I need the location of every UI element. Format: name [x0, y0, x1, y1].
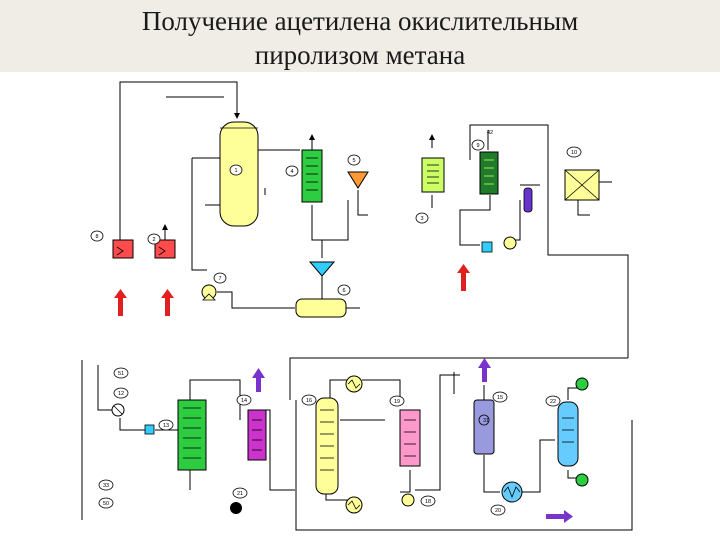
svg-text:33: 33: [103, 483, 109, 489]
callout-31: 31: [483, 418, 489, 424]
desorber-16: [315, 397, 339, 495]
callout-8: 8: [90, 230, 104, 242]
svg-text:50: 50: [103, 501, 109, 507]
inlet-arrow-middle: [161, 289, 174, 316]
callout-51: 51: [113, 367, 129, 379]
svg-text:7: 7: [218, 276, 221, 282]
pipelines-bottom: [81, 357, 633, 531]
callout-21: 21: [232, 487, 248, 499]
purple-arrow-3: [546, 510, 573, 523]
svg-text:4: 4: [290, 169, 293, 175]
callout-19: 19: [389, 395, 405, 407]
pipelines-top: [119, 81, 629, 358]
column-9: [421, 157, 445, 193]
exchanger-top-16: [345, 375, 363, 393]
callout-6: 6: [337, 284, 351, 296]
exchanger-bottom-22: [575, 473, 589, 487]
column-15: [247, 409, 267, 461]
svg-text:3: 3: [420, 216, 423, 222]
slide-title-line-1: Получение ацетилена окислительным: [141, 6, 579, 36]
callout-10: 10: [566, 146, 582, 158]
svg-text:22: 22: [550, 399, 556, 405]
callout-9: 9: [471, 139, 485, 151]
callout-18: 18: [420, 495, 436, 507]
svg-text:19: 19: [394, 399, 400, 405]
exchanger-bottom-16: [345, 496, 363, 514]
callout-4: 4: [285, 165, 299, 177]
svg-text:2: 2: [152, 237, 155, 243]
svg-text:31: 31: [483, 418, 489, 424]
svg-text:16: 16: [306, 398, 312, 404]
absorber-14: [177, 399, 207, 471]
svg-text:14: 14: [241, 398, 247, 404]
callout-13: 13: [158, 419, 174, 431]
callout-22: 22: [545, 395, 561, 407]
svg-text:9: 9: [476, 143, 479, 149]
reactor-10: [564, 169, 600, 201]
svg-text:15: 15: [497, 395, 503, 401]
callout-5: 5: [347, 154, 361, 166]
inlet-arrow-left: [114, 289, 127, 316]
purple-arrow-2: [478, 358, 491, 382]
svg-text:5: 5: [352, 158, 355, 164]
svg-text:12: 12: [118, 391, 124, 397]
svg-text:18: 18: [425, 499, 431, 505]
svg-text:8: 8: [95, 234, 98, 240]
exchanger-top-22: [575, 377, 589, 391]
pump-near-42: [481, 236, 517, 253]
quench-column-4: [301, 149, 323, 203]
separator-5: [347, 171, 369, 189]
outlet-arrow-right: [457, 264, 470, 291]
pump-7: [201, 284, 217, 301]
callout-15: 15: [492, 391, 508, 403]
svg-text:42: 42: [487, 130, 493, 136]
callout-20: 20: [490, 504, 506, 516]
callout-33: 33: [98, 479, 114, 491]
column-33: [473, 399, 495, 455]
title-bar: [0, 0, 720, 72]
cooler-6: [295, 298, 347, 318]
black-pump: [230, 502, 242, 514]
svg-text:21: 21: [237, 491, 243, 497]
callout-14: 14: [236, 394, 252, 406]
callout-1: 1: [229, 164, 243, 176]
callout-16: 16: [301, 394, 317, 406]
callout-12: 12: [113, 387, 129, 399]
cyan-valve: [144, 424, 155, 435]
callout-2: 2: [147, 233, 161, 245]
furnace-8: [112, 239, 134, 259]
purple-arrow-1: [252, 368, 265, 392]
exchanger-20: [501, 481, 523, 503]
callout-50: 50: [98, 497, 114, 509]
callout-42: 42: [487, 130, 493, 136]
svg-text:20: 20: [495, 508, 501, 514]
callouts: 1 2 3 4 5 6 7 8 9 10 42 12 13 14 15 16 1…: [90, 130, 582, 516]
svg-text:6: 6: [342, 288, 345, 294]
svg-text:51: 51: [118, 371, 124, 377]
purple-vessel: [523, 187, 533, 213]
callout-7: 7: [213, 272, 227, 284]
svg-text:10: 10: [571, 150, 577, 156]
furnace-2: [154, 224, 176, 259]
column-42: [479, 151, 499, 195]
pump-18: [401, 493, 415, 507]
slide-title-line-2: пиролизом метана: [254, 40, 466, 70]
filter-funnel: [308, 261, 336, 277]
column-31: [399, 409, 421, 467]
svg-text:13: 13: [163, 423, 169, 429]
column-22: [557, 401, 579, 467]
svg-text:1: 1: [234, 168, 237, 174]
valve-12: [111, 403, 125, 417]
callout-3: 3: [415, 212, 429, 224]
